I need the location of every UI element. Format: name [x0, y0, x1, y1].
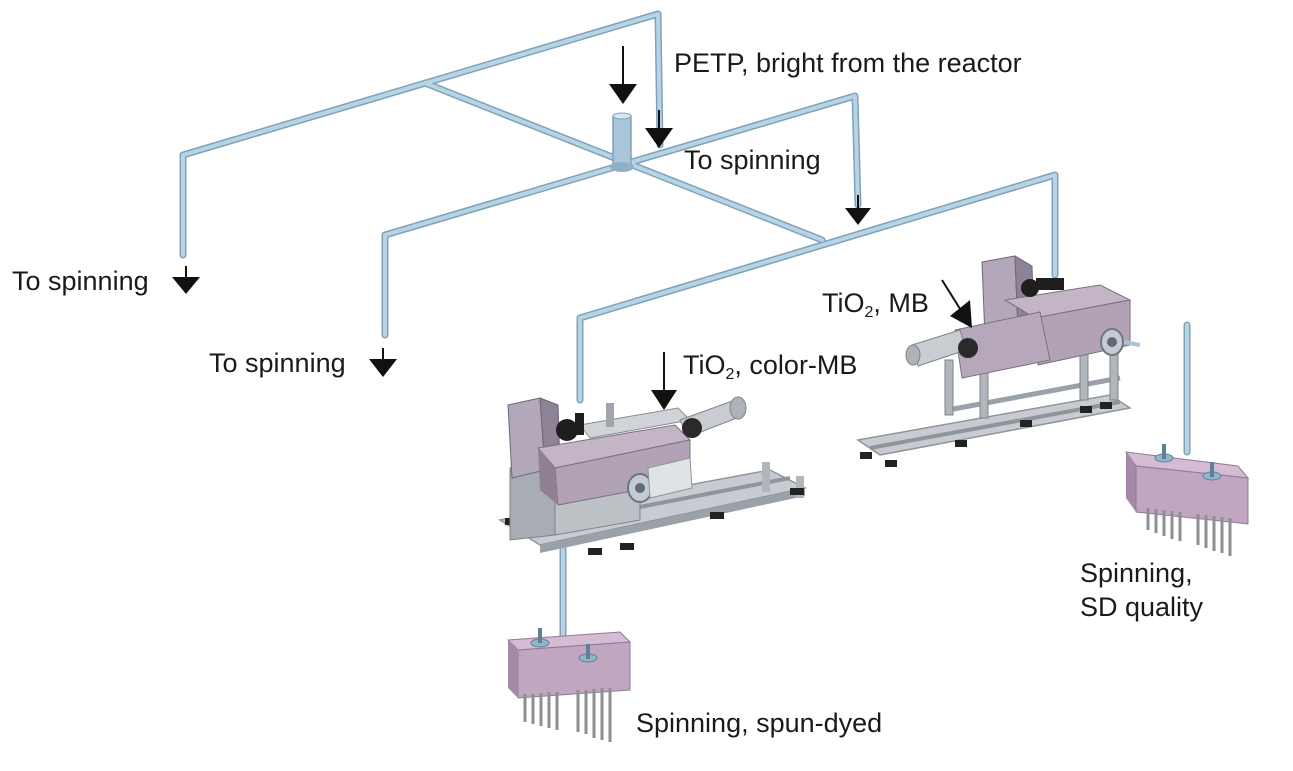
flow-arrows: [172, 46, 972, 410]
label-petp-input: PETP, bright from the reactor: [674, 48, 1022, 78]
motor-b: [905, 329, 978, 367]
spinning-block-spun-dyed: [506, 628, 632, 742]
arrow-down-icon: [172, 266, 200, 294]
arrow-diagonal-icon: [941, 279, 972, 328]
label-to-spinning-mid: To spinning: [209, 348, 346, 378]
extruder-machine-b: [856, 255, 1141, 467]
label-additive-color-mb: TiO2, color-MB: [683, 350, 858, 383]
spinning-block-sd-quality: [1124, 444, 1250, 556]
extruder-machine-a: [497, 396, 808, 555]
tio2-text: TiO: [683, 350, 726, 380]
arrow-down-icon: [369, 348, 397, 377]
central-manifold: [610, 112, 634, 172]
label-spinning-spun-dyed: Spinning, spun-dyed: [636, 708, 883, 738]
tio2-subscript: 2: [864, 304, 874, 321]
arrow-down-icon: [651, 352, 677, 410]
additive-b-text: , MB: [873, 288, 929, 318]
arrow-down-icon: [845, 195, 871, 225]
label-to-spinning-left: To spinning: [12, 266, 149, 296]
label-spinning-sd-line1: Spinning,: [1080, 558, 1193, 588]
additive-a-text: , color-MB: [734, 350, 858, 380]
arrow-down-icon: [609, 46, 637, 104]
label-spinning-sd-line2: SD quality: [1080, 592, 1204, 622]
label-to-spinning-center: To spinning: [684, 145, 821, 175]
label-additive-mb: TiO2, MB: [822, 288, 929, 321]
tio2-text: TiO: [822, 288, 865, 318]
arrow-down-icon: [645, 110, 673, 148]
tio2-subscript: 2: [725, 366, 735, 383]
motor-a: [679, 396, 747, 438]
